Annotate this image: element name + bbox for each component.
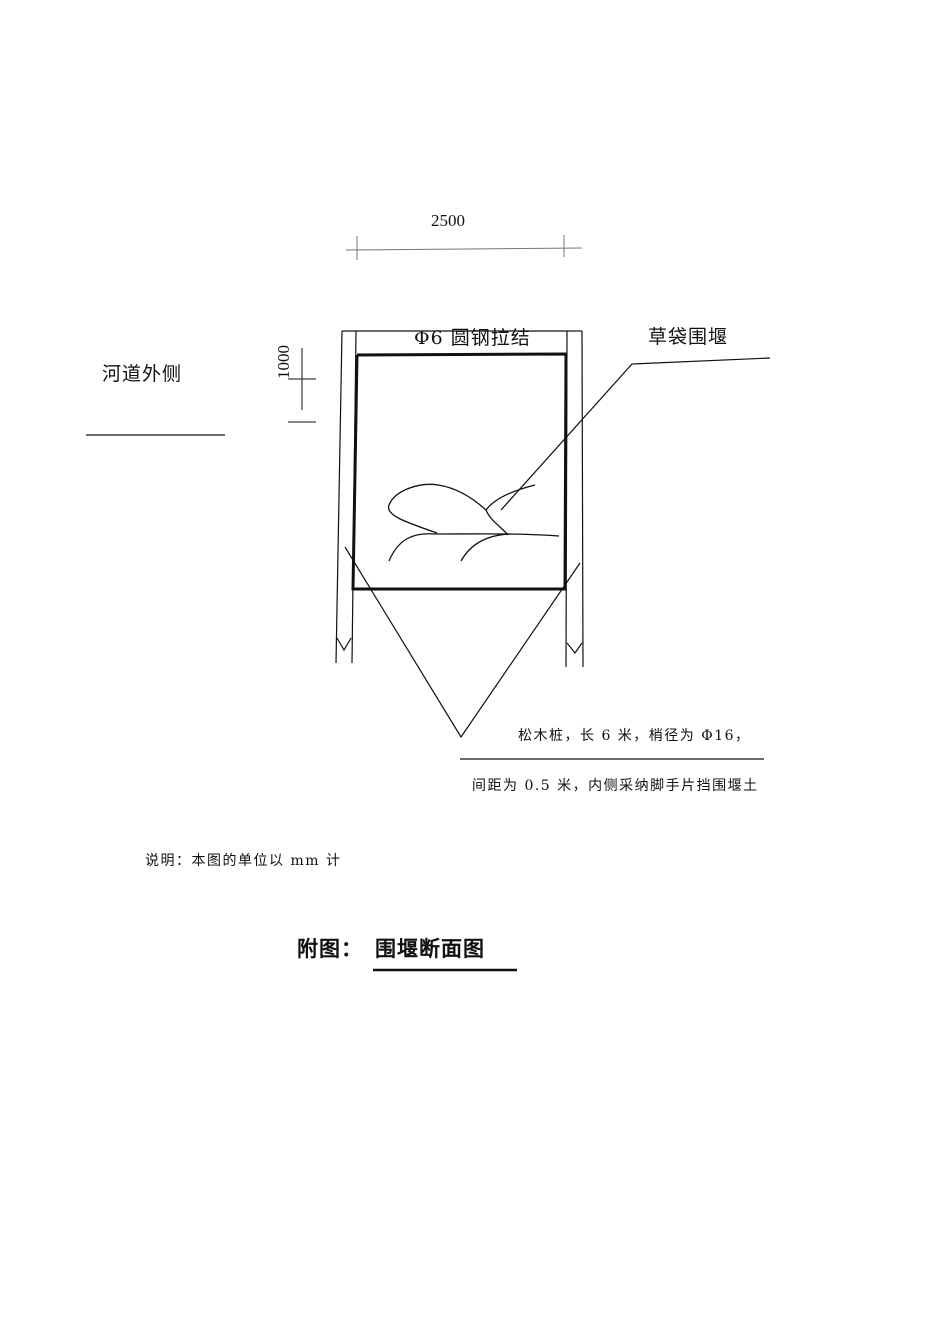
caption-prefix: 附图： xyxy=(297,936,363,961)
pile-leader-lines xyxy=(344,546,581,739)
right-timber-pile xyxy=(565,330,584,668)
straw-bag-sketch xyxy=(387,483,560,562)
height-dimension-label: 1000 xyxy=(274,345,293,379)
cofferdam-box xyxy=(351,352,568,591)
left-timber-pile xyxy=(335,330,357,664)
pile-note-line2: 间距为 0.5 米，内侧采纳脚手片挡围堰土 xyxy=(472,778,759,794)
straw-bag-leader-line xyxy=(500,357,771,511)
river-outside-label: 河道外侧 xyxy=(102,363,183,385)
width-dimension-label: 2500 xyxy=(431,211,465,230)
width-dimension-line xyxy=(345,235,583,260)
caption-title: 围堰断面图 xyxy=(375,936,485,961)
units-note: 说明：本图的单位以 mm 计 xyxy=(145,853,342,869)
straw-bag-cofferdam-label: 草袋围堰 xyxy=(648,326,729,348)
height-dimension-line xyxy=(288,348,316,423)
pile-note-line1: 松木桩，长 6 米，梢径为 Φ16， xyxy=(518,728,751,744)
tie-rod-label: Φ6 圆钢拉结 xyxy=(414,327,531,349)
